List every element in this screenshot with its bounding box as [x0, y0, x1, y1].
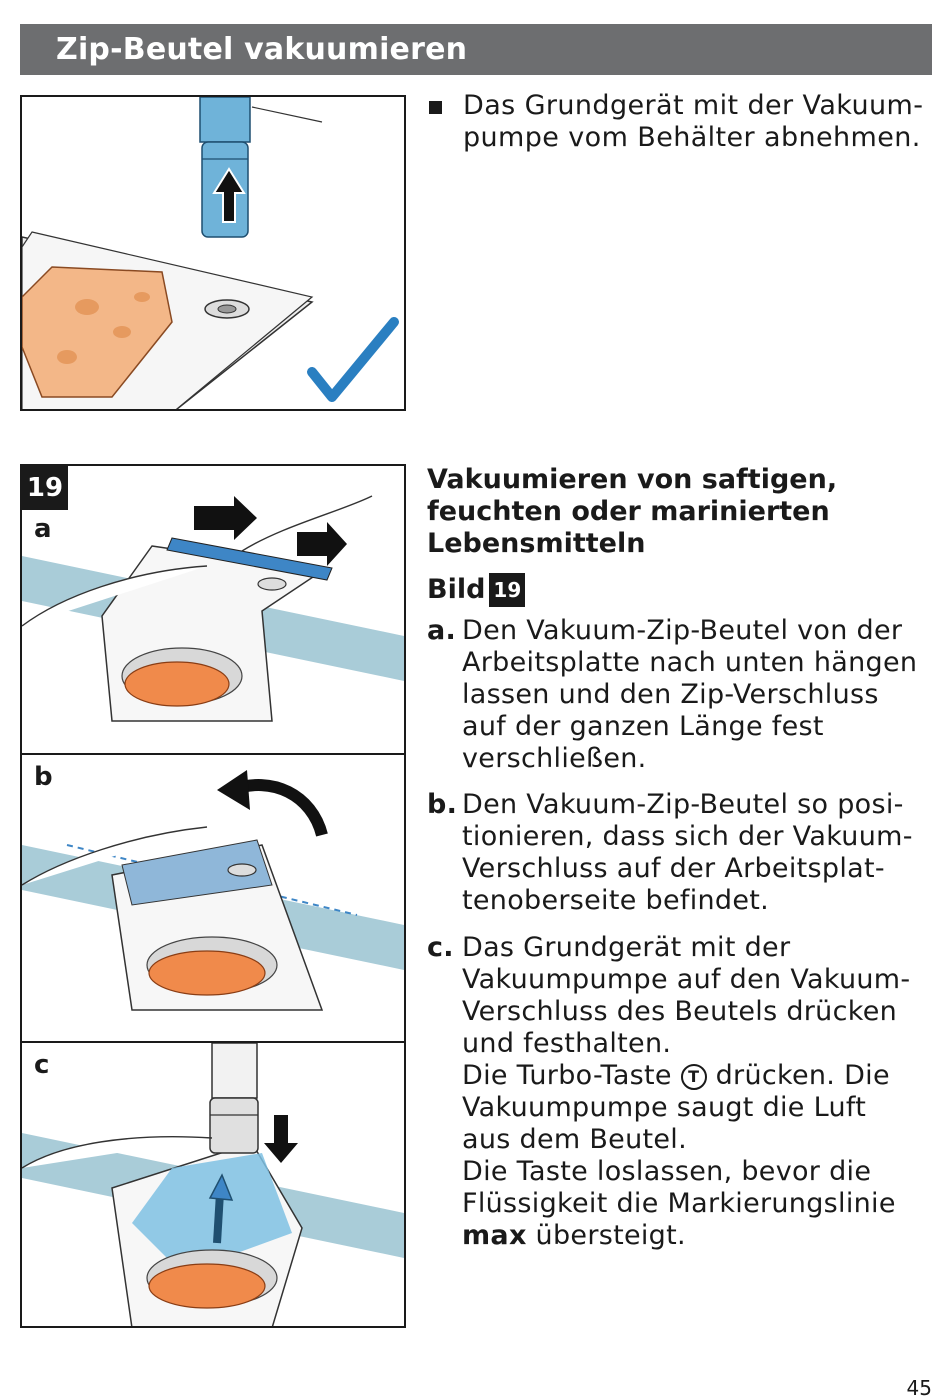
- step-letter-c: c.: [427, 932, 454, 963]
- figure-reference-label: Bild: [427, 574, 486, 605]
- panel-divider: [22, 1041, 404, 1043]
- figure-19-panel-a-drawing: [22, 495, 404, 722]
- turbo-button-icon: T: [680, 1064, 707, 1090]
- step-text-c-part-2: drücken. Die Vakuumpumpe saugt die Luft …: [462, 1060, 896, 1219]
- figure-19-panel-c-drawing: [22, 1043, 404, 1326]
- remove-pump-text: Das Grundgerät mit der Vakuum- pumpe vom…: [463, 90, 924, 153]
- figure-number-badge: 19: [22, 466, 68, 510]
- step-text-c-part-1: Das Grundgerät mit der Vakuumpumpe auf d…: [462, 932, 911, 1091]
- step-text-c-part-3: übersteigt.: [526, 1220, 686, 1251]
- figure-reference-badge: 19: [489, 573, 526, 607]
- section-header-title: Zip-Beutel vakuumieren: [56, 32, 468, 67]
- figure-19-panel-b-drawing: [22, 770, 404, 1011]
- step-text-c: Das Grundgerät mit der Vakuumpumpe auf d…: [462, 932, 932, 1252]
- page-number: 45: [906, 1376, 932, 1396]
- panel-label-a: a: [34, 514, 52, 544]
- figure-19: 19 a b c: [20, 464, 406, 1328]
- panel-label-b: b: [34, 762, 53, 792]
- pump-removal-illustration: [20, 95, 406, 411]
- max-marker-word: max: [462, 1220, 527, 1251]
- bullet-square-icon: [429, 101, 442, 114]
- step-text-b: Den Vakuum-Zip-Beutel so posi- tionieren…: [462, 789, 913, 916]
- step-letter-a: a.: [427, 615, 457, 646]
- panel-label-c: c: [34, 1050, 50, 1080]
- section-header-bar: Zip-Beutel vakuumieren: [20, 24, 932, 75]
- step-text-a: Den Vakuum-Zip-Beutel von der Arbeitspla…: [462, 615, 918, 774]
- step-letter-b: b.: [427, 789, 458, 820]
- section-heading: Vakuumieren von saftigen, feuchten oder …: [427, 464, 838, 559]
- panel-divider: [22, 753, 404, 755]
